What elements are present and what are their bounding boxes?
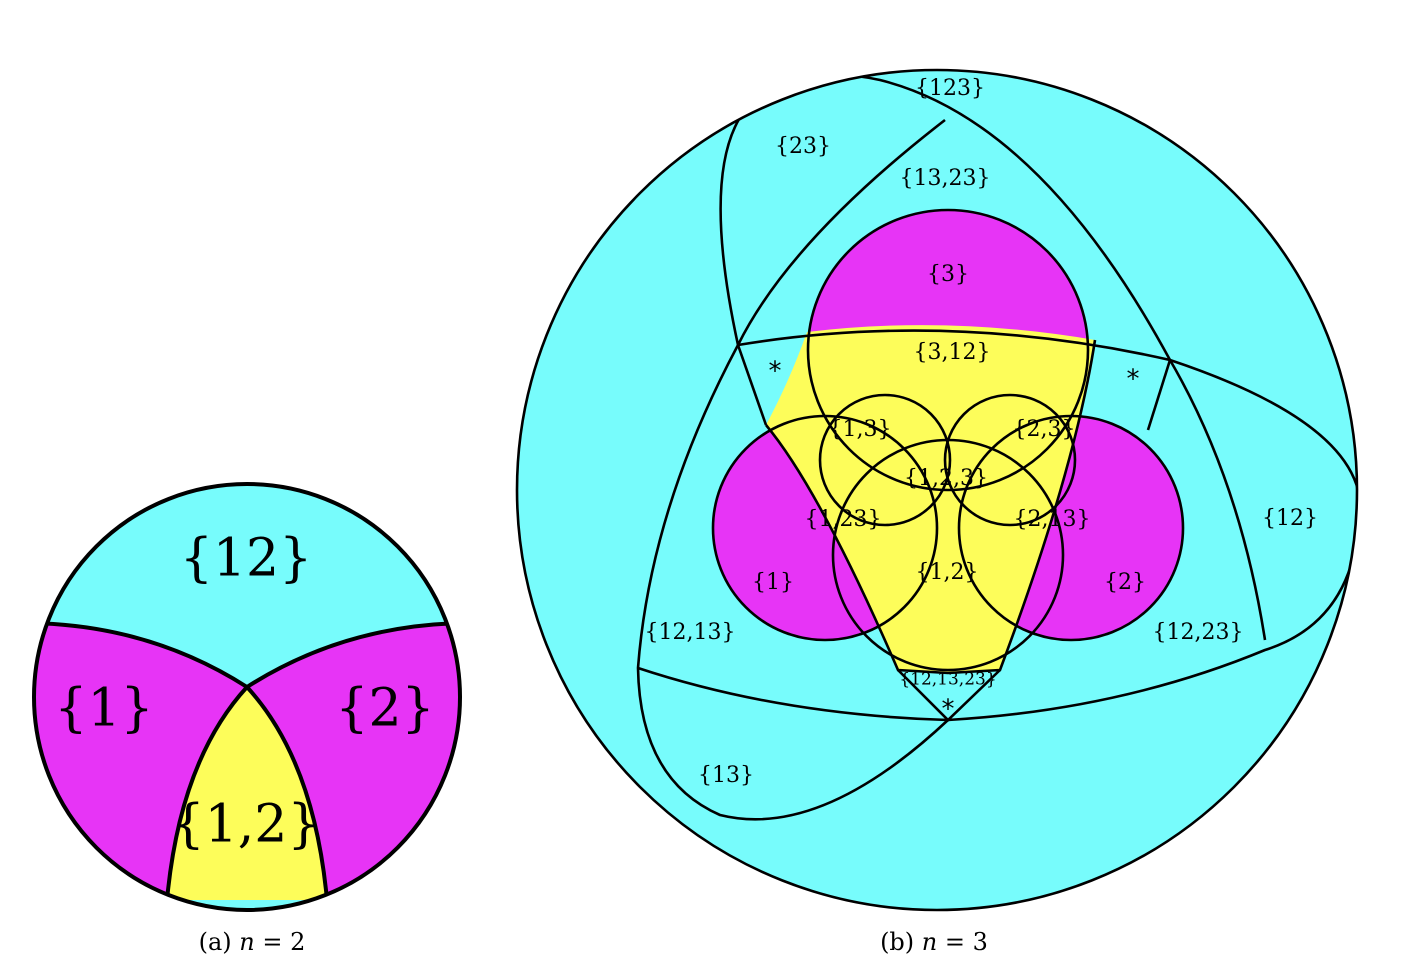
label-3-12: {3,12} — [914, 340, 991, 365]
star-right: * — [1127, 365, 1140, 395]
label-123: {123} — [915, 76, 985, 101]
boundary-right-arc — [245, 621, 460, 689]
inner-circle-12 — [831, 438, 1065, 672]
star-left: * — [769, 357, 782, 387]
label-1-2: {1,2} — [172, 795, 321, 855]
label-12: {12} — [1262, 506, 1318, 531]
star-bottom: * — [942, 695, 955, 725]
label-2-3: {2,3} — [1013, 417, 1076, 442]
boundary-inner-right — [245, 685, 329, 901]
ellipse-12 — [637, 329, 1357, 722]
label-1: {1} — [752, 570, 794, 595]
boundary-inner-left — [165, 685, 249, 901]
circle-3-outline — [806, 208, 1090, 492]
star-triangle-left — [736, 344, 768, 426]
venn-diagram-n3: {123} {23} {13,23} {3} {3,12} * * {1,3} … — [515, 68, 1359, 956]
label-23: {23} — [775, 134, 831, 159]
ellipse-13 — [636, 118, 949, 821]
outer-circle-b — [515, 68, 1359, 912]
star-triangle-bottom — [897, 669, 1001, 722]
boundary-left-arc — [34, 621, 249, 689]
label-3: {3} — [927, 262, 969, 287]
caption-b: (b) n = 3 — [880, 928, 988, 956]
label-2: {2} — [1104, 570, 1146, 595]
caption-a: (a) n = 2 — [199, 928, 306, 956]
star-triangle-right — [1146, 359, 1172, 431]
region-1-2 — [167, 687, 327, 900]
label-12-13: {12,13} — [645, 620, 736, 645]
label-1-2-3: {1,2,3} — [904, 466, 988, 491]
venn-diagram-n2: {12} {1} {2} {1,2} (a) n = 2 — [32, 482, 462, 956]
label-13-23: {13,23} — [900, 166, 991, 191]
label-1-2: {1,2} — [916, 560, 979, 585]
label-1: {1} — [54, 679, 153, 739]
label-12-23: {12,23} — [1153, 620, 1244, 645]
ellipse-23 — [719, 73, 1267, 641]
label-1-23: {1,23} — [805, 507, 882, 532]
inner-circle-23 — [943, 393, 1077, 527]
label-12: {12} — [180, 529, 312, 589]
label-1-3: {1,3} — [829, 417, 892, 442]
outer-circle-a — [32, 482, 462, 912]
label-13: {13} — [698, 763, 754, 788]
label-2-13: {2,13} — [1014, 507, 1091, 532]
label-2: {2} — [335, 679, 434, 739]
inner-circle-13 — [818, 393, 952, 527]
label-12-13-23: {12,13,23} — [899, 670, 996, 690]
region-yellow-core — [766, 325, 1095, 673]
